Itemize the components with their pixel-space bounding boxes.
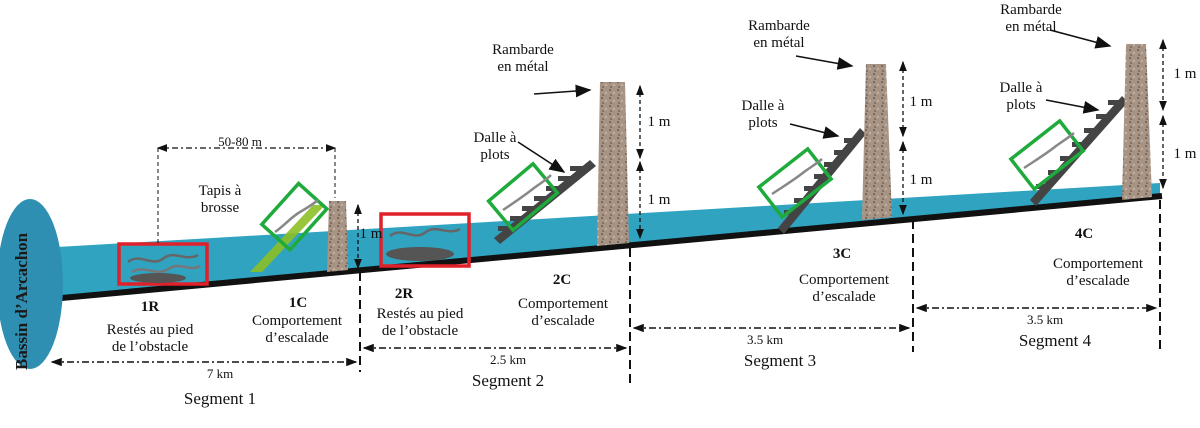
segment-2-name: Segment 2 xyxy=(471,371,545,390)
eel-pile xyxy=(130,273,186,283)
segment-1-length: 7 km xyxy=(206,366,234,381)
eel-pile xyxy=(386,247,454,261)
eel-icon xyxy=(127,253,199,264)
distance-50-80-label: 50-80 m xyxy=(218,134,262,149)
riverbed-line xyxy=(39,193,1163,303)
height-label-3a: 1 m xyxy=(909,94,933,110)
weir-1 xyxy=(327,201,348,272)
height-label-2a: 1 m xyxy=(647,114,671,130)
tapis-label: Tapis à brosse xyxy=(198,183,242,216)
code-1r: 1R xyxy=(140,299,160,315)
code-3c: 3C xyxy=(832,246,852,262)
segment-1-name: Segment 1 xyxy=(183,389,257,408)
rambarde-label-4: Rambarde en métal xyxy=(1000,2,1062,35)
brush-mat xyxy=(250,205,325,272)
rambarde-label-2: Rambarde en métal xyxy=(492,42,554,75)
eel-icon xyxy=(131,264,201,274)
eel-icon xyxy=(502,174,552,212)
green-box-3c xyxy=(756,146,834,220)
behaviour-1r: Restés au pied de l’obstacle xyxy=(106,322,194,355)
height-label-3b: 1 m xyxy=(909,172,933,188)
code-4c: 4C xyxy=(1074,226,1094,242)
red-box-2r xyxy=(379,212,471,268)
segment-3-name: Segment 3 xyxy=(743,351,817,370)
segment-3-length: 3.5 km xyxy=(746,332,784,347)
obstacle-1 xyxy=(117,144,362,286)
weir-2 xyxy=(597,82,629,246)
dalle-label-4: Dalle à plots xyxy=(999,80,1043,113)
segment-2-length: 2.5 km xyxy=(489,352,527,367)
dalle-label-3: Dalle à plots xyxy=(741,98,785,131)
code-2r: 2R xyxy=(394,286,414,302)
dalle-label-2: Dalle à plots xyxy=(473,130,517,163)
green-box-2c xyxy=(486,161,560,233)
code-1c: 1C xyxy=(288,295,308,311)
height-label-4a: 1 m xyxy=(1173,66,1197,82)
behaviour-2c: Comportement d’escalade xyxy=(518,296,608,329)
pointer-arrow xyxy=(533,84,592,98)
eel-icon xyxy=(1023,132,1075,170)
eel-icon xyxy=(389,227,461,238)
basin-label: Bassin d’Arcachon xyxy=(12,232,31,370)
obstacle-2 xyxy=(379,82,644,268)
eel-icon xyxy=(274,199,319,234)
pointer-arrow xyxy=(789,123,840,139)
height-label-4b: 1 m xyxy=(1173,146,1197,162)
pointer-arrow xyxy=(1045,99,1100,114)
green-box-1c xyxy=(259,181,330,253)
weir-3 xyxy=(862,64,892,220)
segment-4-length: 3.5 km xyxy=(1026,312,1064,327)
height-label-2b: 1 m xyxy=(647,192,671,208)
behaviour-2r: Restés au pied de l’obstacle xyxy=(376,306,464,339)
behaviour-1c: Comportement d’escalade xyxy=(252,313,342,346)
segment-4-name: Segment 4 xyxy=(1018,331,1092,350)
height-label-1: 1 m xyxy=(359,226,383,242)
pointer-arrow xyxy=(517,141,566,173)
rambarde-label-3: Rambarde en métal xyxy=(748,18,810,51)
code-2c: 2C xyxy=(552,272,572,288)
behaviour-4c: Comportement d’escalade xyxy=(1053,256,1143,289)
pointer-arrow xyxy=(795,55,854,70)
weir-4 xyxy=(1122,44,1152,200)
basin-ellipse xyxy=(0,199,63,369)
eel-icon xyxy=(771,158,823,196)
obstacle-3 xyxy=(756,55,907,234)
behaviour-3c: Comportement d’escalade xyxy=(799,272,889,305)
obstacle-4 xyxy=(1008,29,1167,206)
red-box-1r xyxy=(117,242,209,286)
pointer-arrow xyxy=(1049,29,1112,49)
